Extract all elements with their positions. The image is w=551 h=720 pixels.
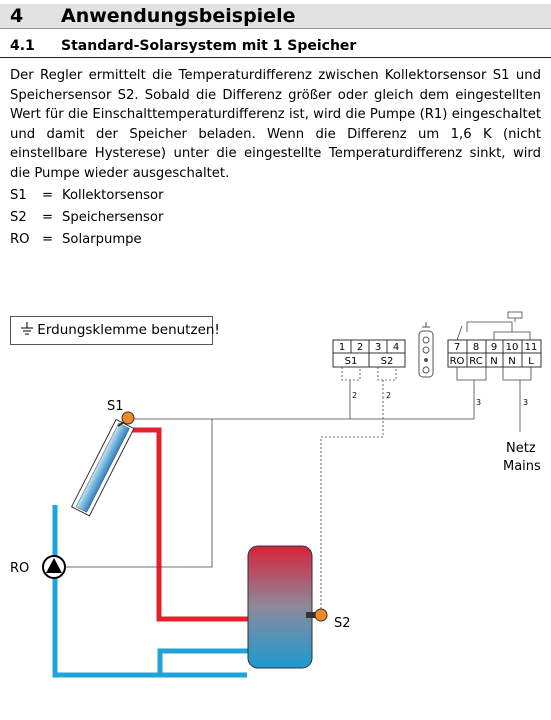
terminal-number: 3 [375, 342, 381, 353]
section-title: Anwendungsbeispiele [61, 5, 296, 27]
terminal-number: 8 [473, 342, 479, 353]
wire-count: 3 [523, 398, 528, 407]
section-number: 4 [10, 5, 24, 27]
storage-tank [247, 545, 313, 669]
pump-wire [65, 419, 213, 568]
s2-wire [320, 398, 384, 609]
terminal-name: L [528, 356, 534, 367]
s1-label: S1 [107, 399, 124, 414]
terminal-number: 10 [506, 342, 519, 353]
grounding-note: Erdungsklemme benutzen! [10, 316, 220, 346]
terminal-name: N [508, 356, 515, 367]
subsection-heading: 4.1 Standard-Solarsystem mit 1 Speicher [0, 37, 551, 58]
legend-code: S2 [10, 210, 27, 225]
wire-count: 2 [352, 391, 357, 400]
device-indicator-icon [418, 322, 434, 378]
subsection-number: 4.1 [10, 38, 35, 54]
solar-collector [70, 418, 135, 517]
terminal-number: 11 [525, 342, 538, 353]
s1-wire [134, 398, 351, 420]
s1-sensor [121, 411, 135, 425]
terminal-number: 4 [393, 342, 399, 353]
legend-desc: Kollektorsensor [62, 188, 164, 203]
cold-pipe-tank [55, 648, 300, 678]
legend-code: S1 [10, 188, 27, 203]
terminal-name: RC [469, 356, 482, 367]
legend-sep: = [42, 232, 54, 247]
pump-icon [42, 555, 66, 579]
legend-code: RO [10, 232, 30, 247]
terminal-number: 9 [491, 342, 497, 353]
legend-desc: Solarpumpe [62, 232, 142, 247]
netz-label: Netz [506, 441, 536, 456]
wire-count: 3 [476, 398, 481, 407]
relay-wire [350, 380, 475, 420]
wire-count: 2 [386, 391, 391, 400]
terminal-block-sensors: 1 2 3 4 S1 S2 2 2 [332, 339, 406, 400]
terminal-name: N [490, 356, 497, 367]
terminal-number: 7 [454, 342, 460, 353]
mains-label: Mains [503, 459, 541, 474]
grounding-note-text: Erdungsklemme benutzen! [37, 322, 220, 338]
section-heading: 4 Anwendungsbeispiele [0, 4, 551, 29]
terminal-number: 1 [339, 342, 345, 353]
legend-sep: = [42, 210, 54, 225]
terminal-block-relay: 7 8 9 10 11 RO RC N N L 3 3 [447, 311, 542, 407]
description-paragraph: Der Regler ermittelt die Temperaturdiffe… [10, 68, 541, 181]
terminal-group: S1 [345, 356, 358, 367]
terminal-number: 2 [357, 342, 363, 353]
terminal-name: RO [450, 356, 465, 367]
subsection-title: Standard-Solarsystem mit 1 Speicher [61, 38, 357, 54]
s2-label: S2 [334, 616, 351, 631]
terminal-group: S2 [381, 356, 394, 367]
legend-desc: Speichersensor [62, 210, 164, 225]
ground-icon [21, 319, 33, 346]
s2-sensor [314, 608, 328, 622]
legend-sep: = [42, 188, 54, 203]
ro-label: RO [10, 561, 29, 576]
hot-pipe [125, 427, 295, 622]
